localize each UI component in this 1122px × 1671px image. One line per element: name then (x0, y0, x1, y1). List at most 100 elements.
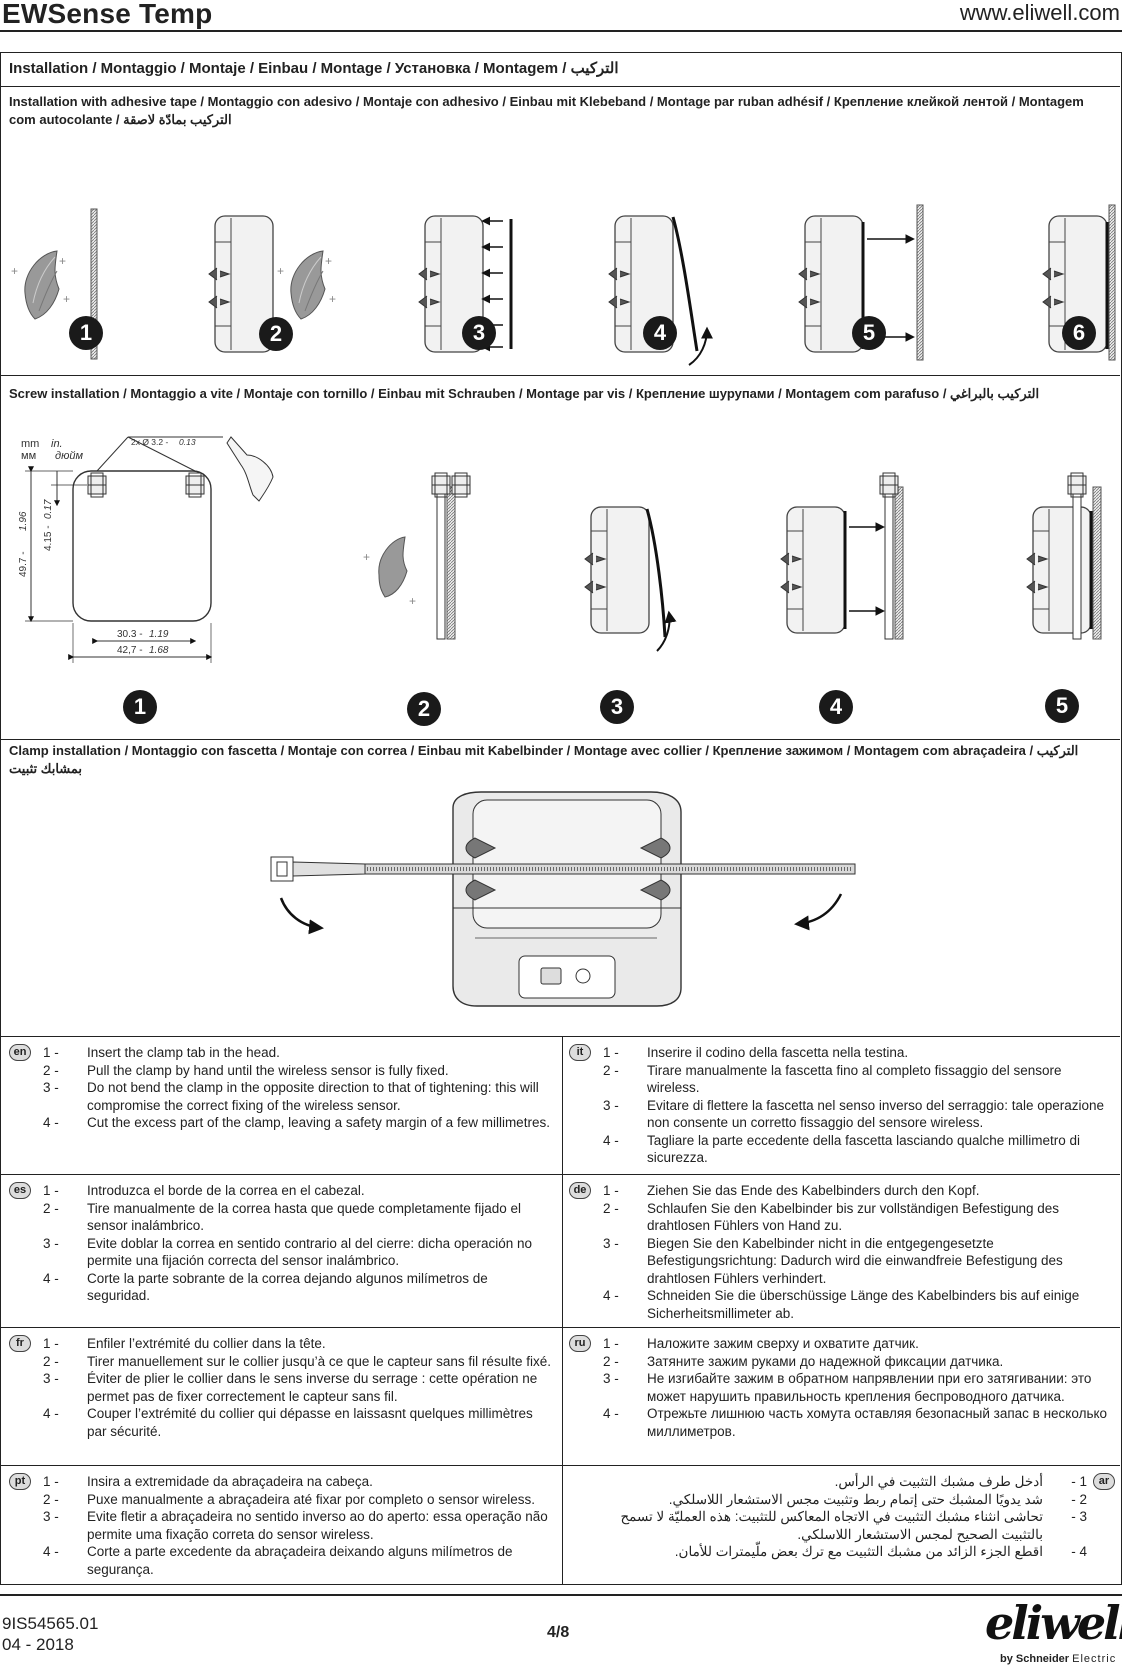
instruction-item: 1 -Insira a extremidade da abraçadeira n… (43, 1474, 373, 1489)
instructions-fr: 1 -Enfiler l’extrémité du collier dans l… (43, 1335, 553, 1440)
instruction-item: 1 -Inserire il codino della fascetta nel… (603, 1045, 909, 1060)
adhesive-step-1-badge: 1 (69, 316, 103, 350)
screw-title: Screw installation / Montaggio a vite / … (9, 386, 1040, 401)
screw-step-1-badge: 1 (123, 690, 157, 724)
divider (1, 1036, 1120, 1037)
instructions-de: 1 -Ziehen Sie das Ende des Kabelbinders … (603, 1182, 1113, 1322)
instruction-item: 2 -Затяните зажим руками до надежной фик… (603, 1353, 1004, 1369)
unit-in-ru: дюйм (55, 450, 83, 462)
instruction-item: 4 -Corte a parte excedente da abraçadeir… (43, 1544, 513, 1577)
lang-badge-ar: ar (1093, 1473, 1115, 1490)
divider (1, 1465, 1120, 1466)
instructions-en: 1 -Insert the clamp tab in the head. 2 -… (43, 1044, 553, 1132)
instruction-item: 2 -Puxe manualmente a abraçadeira até fi… (43, 1491, 535, 1507)
instruction-item: 4 -Cut the excess part of the clamp, lea… (43, 1115, 550, 1130)
instruction-item: 2 -شد يدويًا المشبك حتى إتمام ربط وتثبيت… (668, 1491, 1087, 1507)
page-number: 4/8 (547, 1624, 570, 1641)
outer-width-dimension-inches: 1.68 (149, 645, 169, 656)
instruction-item: 2 -Pull the clamp by hand until the wire… (43, 1062, 449, 1078)
page-header: EWSense Temp www.eliwell.com (0, 0, 1122, 32)
unit-mm-ru: мм (21, 450, 36, 462)
lang-badge-de: de (569, 1182, 591, 1199)
screw-step-3-badge: 3 (600, 690, 634, 724)
instruction-item: 4 -Couper l’extrémité du collier qui dép… (43, 1406, 533, 1439)
instructions-es: 1 -Introduzca el borde de la correa en e… (43, 1182, 553, 1305)
instruction-item: 3 -Не изгибайте зажим в обратном напрявл… (603, 1371, 1092, 1404)
inner-width-dimension-inches: 1.19 (149, 629, 169, 640)
adhesive-step-3-badge: 3 (462, 316, 496, 350)
instruction-item: 3 -Biegen Sie den Kabelbinder nicht in d… (603, 1235, 1063, 1286)
lang-badge-fr: fr (9, 1335, 31, 1352)
divider (1, 1327, 1120, 1328)
svg-text:+: + (363, 550, 370, 564)
instruction-item: 3 -Evite doblar la correa en sentido con… (43, 1235, 533, 1269)
instruction-item: 1 -Ziehen Sie das Ende des Kabelbinders … (603, 1183, 980, 1198)
screw-step-4-badge: 4 (819, 690, 853, 724)
hole-dimension-inches: 0.13 (179, 437, 196, 447)
instruction-item: 4 -اقطع الجزء الزائد من مشبك التثبيت مع … (674, 1544, 1087, 1559)
eliwell-logo: eliwell (985, 1596, 1122, 1650)
lang-badge-pt: pt (9, 1473, 31, 1490)
inner-width-dimension: 30.3 - (117, 629, 143, 640)
divider (1, 739, 1120, 740)
instruction-item: 2 -Tirer manuellement sur le collier jus… (43, 1353, 551, 1369)
screw-illustration: 2x Ø 3.2 - 0.13 mm in. мм дюйм 49.7 - 1.… (18, 436, 1102, 663)
lang-badge-es: es (9, 1182, 31, 1199)
document-date: 04 - 2018 (2, 1635, 74, 1654)
document-code: 9IS54565.01 04 - 2018 (2, 1613, 98, 1655)
instruction-item: 1 -Insert the clamp tab in the head. (43, 1045, 280, 1060)
unit-in: in. (51, 438, 63, 450)
installation-title: Installation / Montaggio / Montaje / Ein… (1, 53, 1120, 87)
lang-badge-it: it (569, 1044, 591, 1061)
lang-badge-en: en (9, 1044, 31, 1061)
column-divider (562, 1036, 563, 1584)
offset-dimension-inches: 0.17 (43, 499, 54, 519)
height-dimension-inches: 1.96 (18, 511, 29, 531)
instruction-item: 4 -Отрежьте лишнюю часть хомута оставляя… (603, 1406, 1108, 1439)
instruction-item: 1 -Introduzca el borde de la correa en e… (43, 1183, 365, 1198)
product-title: EWSense Temp (2, 0, 213, 29)
adhesive-step-4-badge: 4 (643, 316, 677, 350)
clamp-title: Clamp installation / Montaggio con fasce… (9, 743, 1079, 776)
website-link[interactable]: www.eliwell.com (959, 0, 1120, 25)
screw-step-2-badge: 2 (407, 692, 441, 726)
lang-badge-ru: ru (569, 1335, 591, 1352)
instructions-pt: 1 -Insira a extremidade da abraçadeira n… (43, 1473, 553, 1578)
instruction-item: 3 -Éviter de plier le collier dans le se… (43, 1371, 538, 1404)
instruction-item: 1 -أدخل طرف مشبك التثبيت في الرأس. (834, 1474, 1087, 1489)
installation-frame: Installation / Montaggio / Montaje / Ein… (0, 52, 1122, 1585)
divider (1, 375, 1120, 376)
adhesive-step-2-badge: 2 (259, 317, 293, 351)
footer-rule (0, 1594, 1122, 1596)
screw-step-5-badge: 5 (1045, 689, 1079, 723)
adhesive-step-6-badge: 6 (1062, 316, 1096, 350)
instruction-item: 1 -Наложите зажим сверху и охватите датч… (603, 1336, 919, 1351)
clamp-illustration (270, 791, 856, 1007)
divider (1, 1174, 1120, 1175)
instructions-it: 1 -Inserire il codino della fascetta nel… (603, 1044, 1113, 1167)
schneider-tagline: by Schneider Electric (1000, 1653, 1117, 1665)
instruction-item: 2 -Schlaufen Sie den Kabelbinder bis zur… (603, 1200, 1060, 1234)
offset-dimension: 4.15 - (43, 525, 54, 551)
instruction-item: 4 -Schneiden Sie die überschüssige Länge… (603, 1288, 1080, 1321)
instruction-item: 3 -تحاشى انثناء مشبك التثبيت في الاتجاه … (620, 1509, 1087, 1542)
outer-width-dimension: 42,7 - (117, 645, 143, 656)
instruction-item: 3 -Evite fletir a abraçadeira no sentido… (43, 1509, 548, 1542)
instruction-item: 3 -Evitare di flettere la fascetta nel s… (603, 1097, 1105, 1131)
instruction-item: 3 -Do not bend the clamp in the opposite… (43, 1080, 539, 1113)
instructions-ar: 1 -أدخل طرف مشبك التثبيت في الرأس. 2 -شد… (579, 1473, 1087, 1561)
unit-mm: mm (21, 438, 39, 450)
instruction-item: 1 -Enfiler l’extrémité du collier dans l… (43, 1336, 326, 1351)
instruction-item: 2 -Tirare manualmente la fascetta fino a… (603, 1062, 1062, 1096)
hole-dimension-label: 2x Ø 3.2 - (131, 437, 168, 447)
height-dimension: 49.7 - (18, 551, 29, 577)
instructions-ru: 1 -Наложите зажим сверху и охватите датч… (603, 1335, 1113, 1440)
svg-text:+: + (409, 594, 416, 608)
instruction-item: 4 -Tagliare la parte eccedente della fas… (603, 1132, 1080, 1166)
adhesive-illustration: + + + (10, 204, 1116, 366)
instruction-item: 4 -Corte la parte sobrante de la correa … (43, 1270, 488, 1304)
instruction-item: 2 -Tire manualmente de la correa hasta q… (43, 1200, 522, 1234)
adhesive-step-5-badge: 5 (852, 316, 886, 350)
document-number: 9IS54565.01 (2, 1614, 99, 1633)
adhesive-title: Installation with adhesive tape / Montag… (9, 94, 1084, 127)
